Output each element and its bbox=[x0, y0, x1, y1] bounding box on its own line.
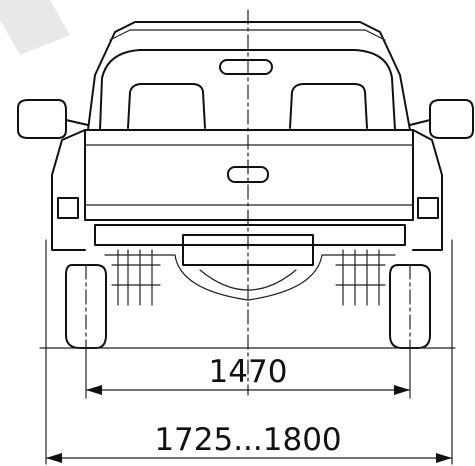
mirror-right-arm bbox=[409, 119, 431, 126]
mirror-left-arm bbox=[65, 119, 89, 126]
bed-side-left bbox=[51, 129, 86, 251]
overall-width-label: 1725...1800 bbox=[154, 422, 341, 458]
track-width-label: 1470 bbox=[209, 354, 288, 390]
differential bbox=[199, 269, 297, 291]
rear-window bbox=[99, 49, 396, 131]
overall-arrow-left bbox=[46, 453, 62, 463]
license-plate bbox=[182, 234, 314, 266]
track-arrow-left bbox=[86, 385, 102, 395]
tailgate-handle bbox=[227, 166, 269, 183]
mirror-left bbox=[17, 99, 67, 139]
track-arrow-right bbox=[394, 385, 410, 395]
bed-side-right bbox=[412, 129, 443, 251]
cab-outline bbox=[87, 21, 411, 131]
brake-light bbox=[219, 59, 273, 75]
axle-housing bbox=[104, 254, 396, 301]
roof-inner-line bbox=[109, 29, 386, 41]
tailgate bbox=[84, 129, 414, 221]
rear-bumper bbox=[94, 224, 406, 246]
suspension-left bbox=[111, 249, 161, 306]
seat-right bbox=[289, 83, 368, 129]
overall-arrow-right bbox=[436, 453, 452, 463]
mirror-right bbox=[429, 99, 474, 139]
tail-light-right bbox=[417, 197, 439, 219]
corner-watermark bbox=[0, 0, 70, 55]
tail-light-left bbox=[57, 197, 79, 219]
seat-left bbox=[127, 83, 206, 129]
suspension-right bbox=[335, 249, 386, 306]
